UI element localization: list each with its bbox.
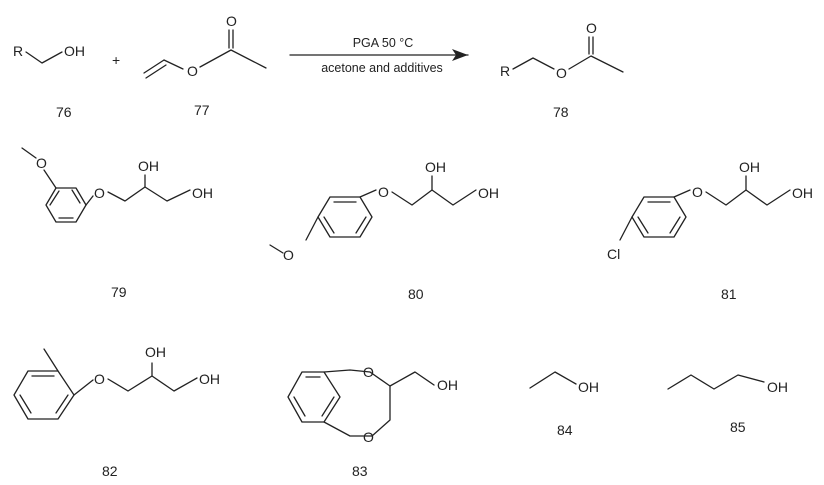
hydroxyl-label: OH [437,377,458,393]
hydroxyl-label: OH [145,344,166,360]
r-group-label: R [13,43,23,59]
reaction-arrow: PGA 50 °C acetone and additives [289,36,469,75]
hydroxyl-label: OH [792,185,813,201]
hydroxyl-label: OH [767,379,788,395]
ester-oxygen-label: O [556,65,567,81]
ring-oxygen-label: O [363,429,374,445]
hydroxyl-label: OH [199,371,220,387]
compound-number-81: 81 [721,286,737,302]
methoxy-oxygen-label: O [36,155,47,171]
plus-sign: + [112,52,120,68]
carbonyl-oxygen-label: O [226,13,237,29]
r-group-label: R [500,63,510,79]
ether-oxygen-label: O [94,371,105,387]
chloro-label: Cl [607,246,620,262]
compound-number-83: 83 [352,463,368,479]
hydroxyl-label: OH [578,379,599,395]
ether-oxygen-label: O [692,184,703,200]
compound-82: O OH OH 82 [13,344,220,479]
compound-number-77: 77 [194,102,210,118]
hydroxyl-label: OH [478,185,499,201]
condition-top: PGA 50 °C [353,36,414,50]
compound-84: OH 84 [529,371,599,438]
hydroxyl-label: OH [425,159,446,175]
ether-oxygen-label: O [378,184,389,200]
compound-number-76: 76 [56,104,72,120]
compound-number-84: 84 [557,422,573,438]
hydroxyl-label: OH [739,159,760,175]
compound-81: Cl O OH OH 81 [607,159,813,302]
arrow-head [452,49,468,61]
compound-85: OH 85 [667,374,788,435]
compound-78: R O O 78 [500,20,624,120]
methoxy-oxygen-label: O [283,247,294,263]
compound-number-82: 82 [102,463,118,479]
hydroxyl-label: OH [192,185,213,201]
compound-number-85: 85 [730,419,746,435]
compound-83: O O OH 83 [287,364,458,479]
hydroxyl-label: OH [138,158,159,174]
ether-oxygen-label: O [94,185,105,201]
ester-oxygen-label: O [187,63,198,79]
compound-77: O O 77 [143,13,267,118]
compound-number-78: 78 [553,104,569,120]
compound-number-79: 79 [111,284,127,300]
compound-number-80: 80 [408,286,424,302]
compound-79: O O OH OH 79 [21,147,213,300]
carbonyl-oxygen-label: O [586,20,597,36]
compound-80: O O OH OH 80 [269,159,499,302]
condition-bottom: acetone and additives [321,61,443,75]
ring-oxygen-label: O [363,364,374,380]
compound-76: R OH 76 [13,43,85,120]
hydroxyl-label: OH [64,43,85,59]
